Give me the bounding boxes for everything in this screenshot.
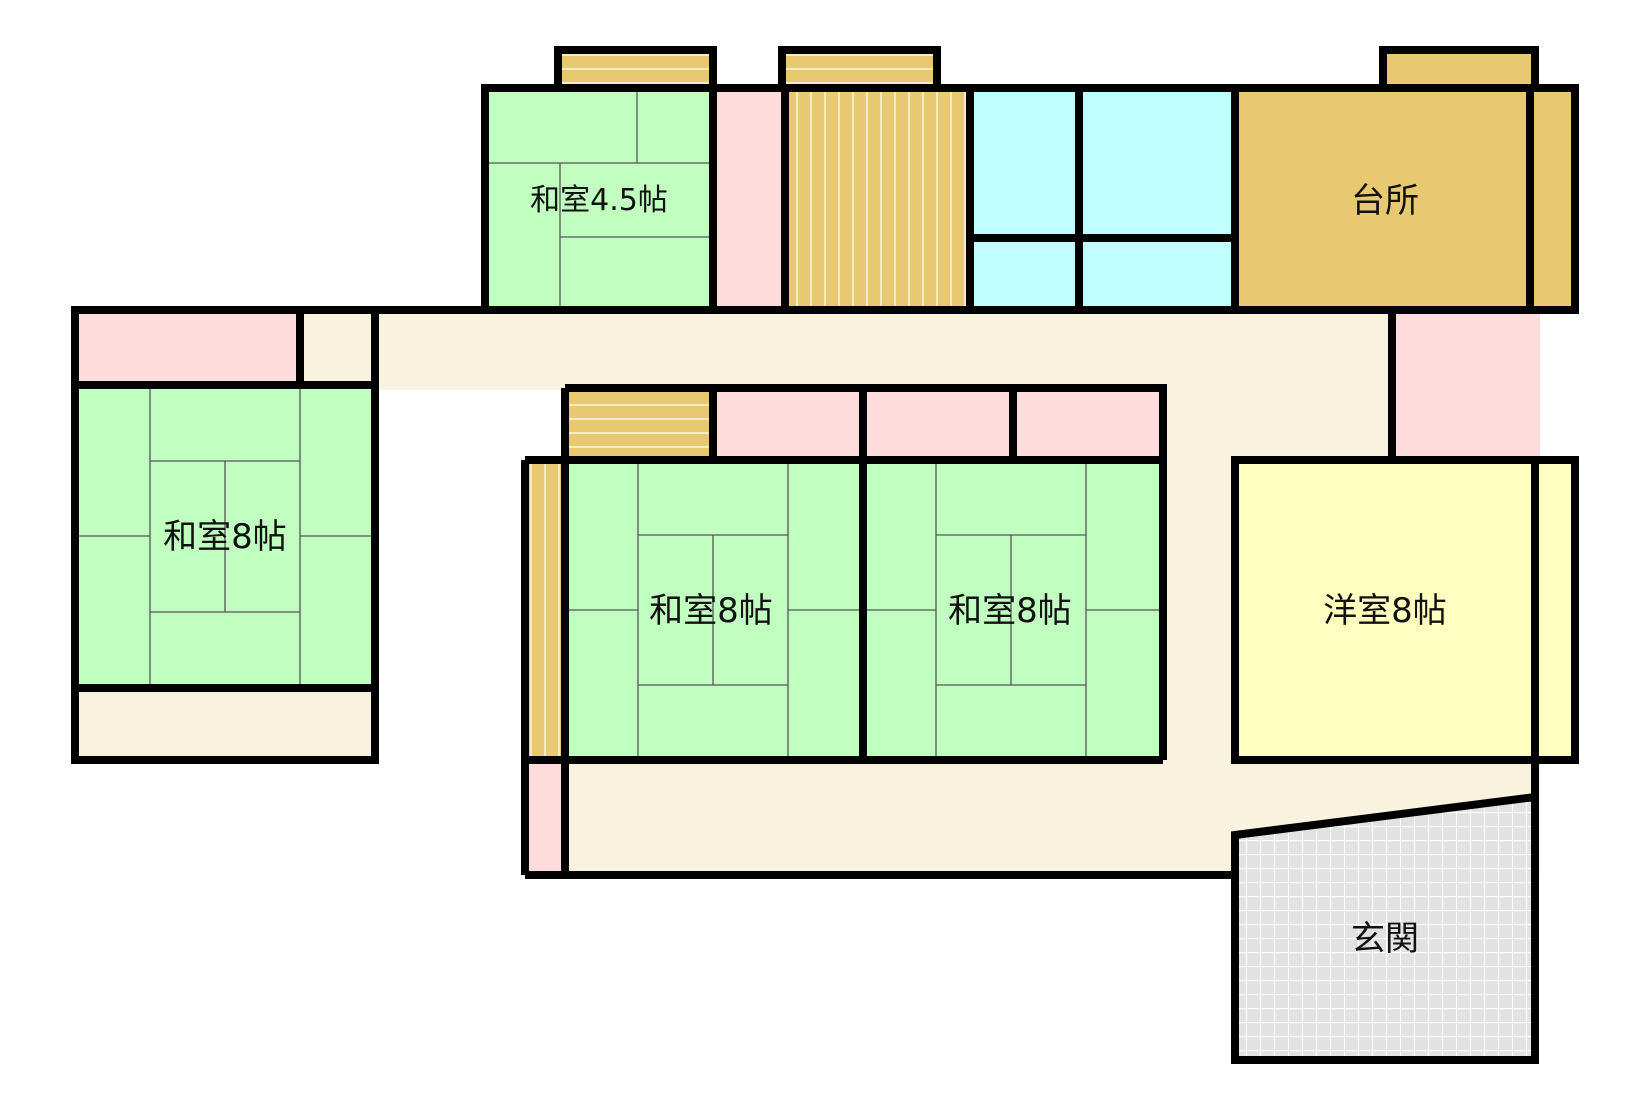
bathroom [970,88,1079,238]
label-washitsu-4-5: 和室4.5帖 [530,183,668,218]
washroom [1079,88,1235,238]
toilet-1 [970,238,1079,310]
wood-floor-north [785,88,970,310]
kitchen-floor [1235,88,1530,310]
wood-floor-north-small-2 [786,50,938,88]
closet-center-2 [863,388,1013,460]
label-washitsu-8-east: 和室8帖 [948,591,1072,631]
tatami-lines [75,88,1163,760]
closet-center-1 [713,388,863,460]
yoshitsu-8-annex [1535,460,1575,760]
washitsu-4-5-floor [485,88,713,310]
label-washitsu-8-center: 和室8帖 [649,591,773,631]
yoshitsu-8-floor [1235,460,1535,760]
kitchen-annex-east [1530,88,1575,310]
walls [71,46,1579,1064]
label-yoshitsu-8: 洋室8帖 [1323,591,1447,631]
closet-east [1392,310,1540,460]
closet-north [713,88,785,310]
closet-center-3 [1013,388,1163,460]
wood-floor-west-strip [525,460,565,760]
toilet-2 [1079,238,1235,310]
entrance-floor [1235,797,1535,1060]
label-washitsu-8-west: 和室8帖 [163,517,287,557]
kitchen-annex-north [1387,50,1537,88]
label-entrance: 玄関 [1351,919,1419,959]
wood-floor-center [565,388,713,460]
hallway-west-strip [75,688,375,760]
closet-south [525,760,565,875]
wood-floor-north-small-1 [562,50,714,88]
closet-northwest [75,310,300,385]
label-kitchen: 台所 [1351,181,1419,221]
room-labels: 和室4.5帖 台所 和室8帖 和室8帖 和室8帖 洋室8帖 玄関 [163,181,1447,959]
